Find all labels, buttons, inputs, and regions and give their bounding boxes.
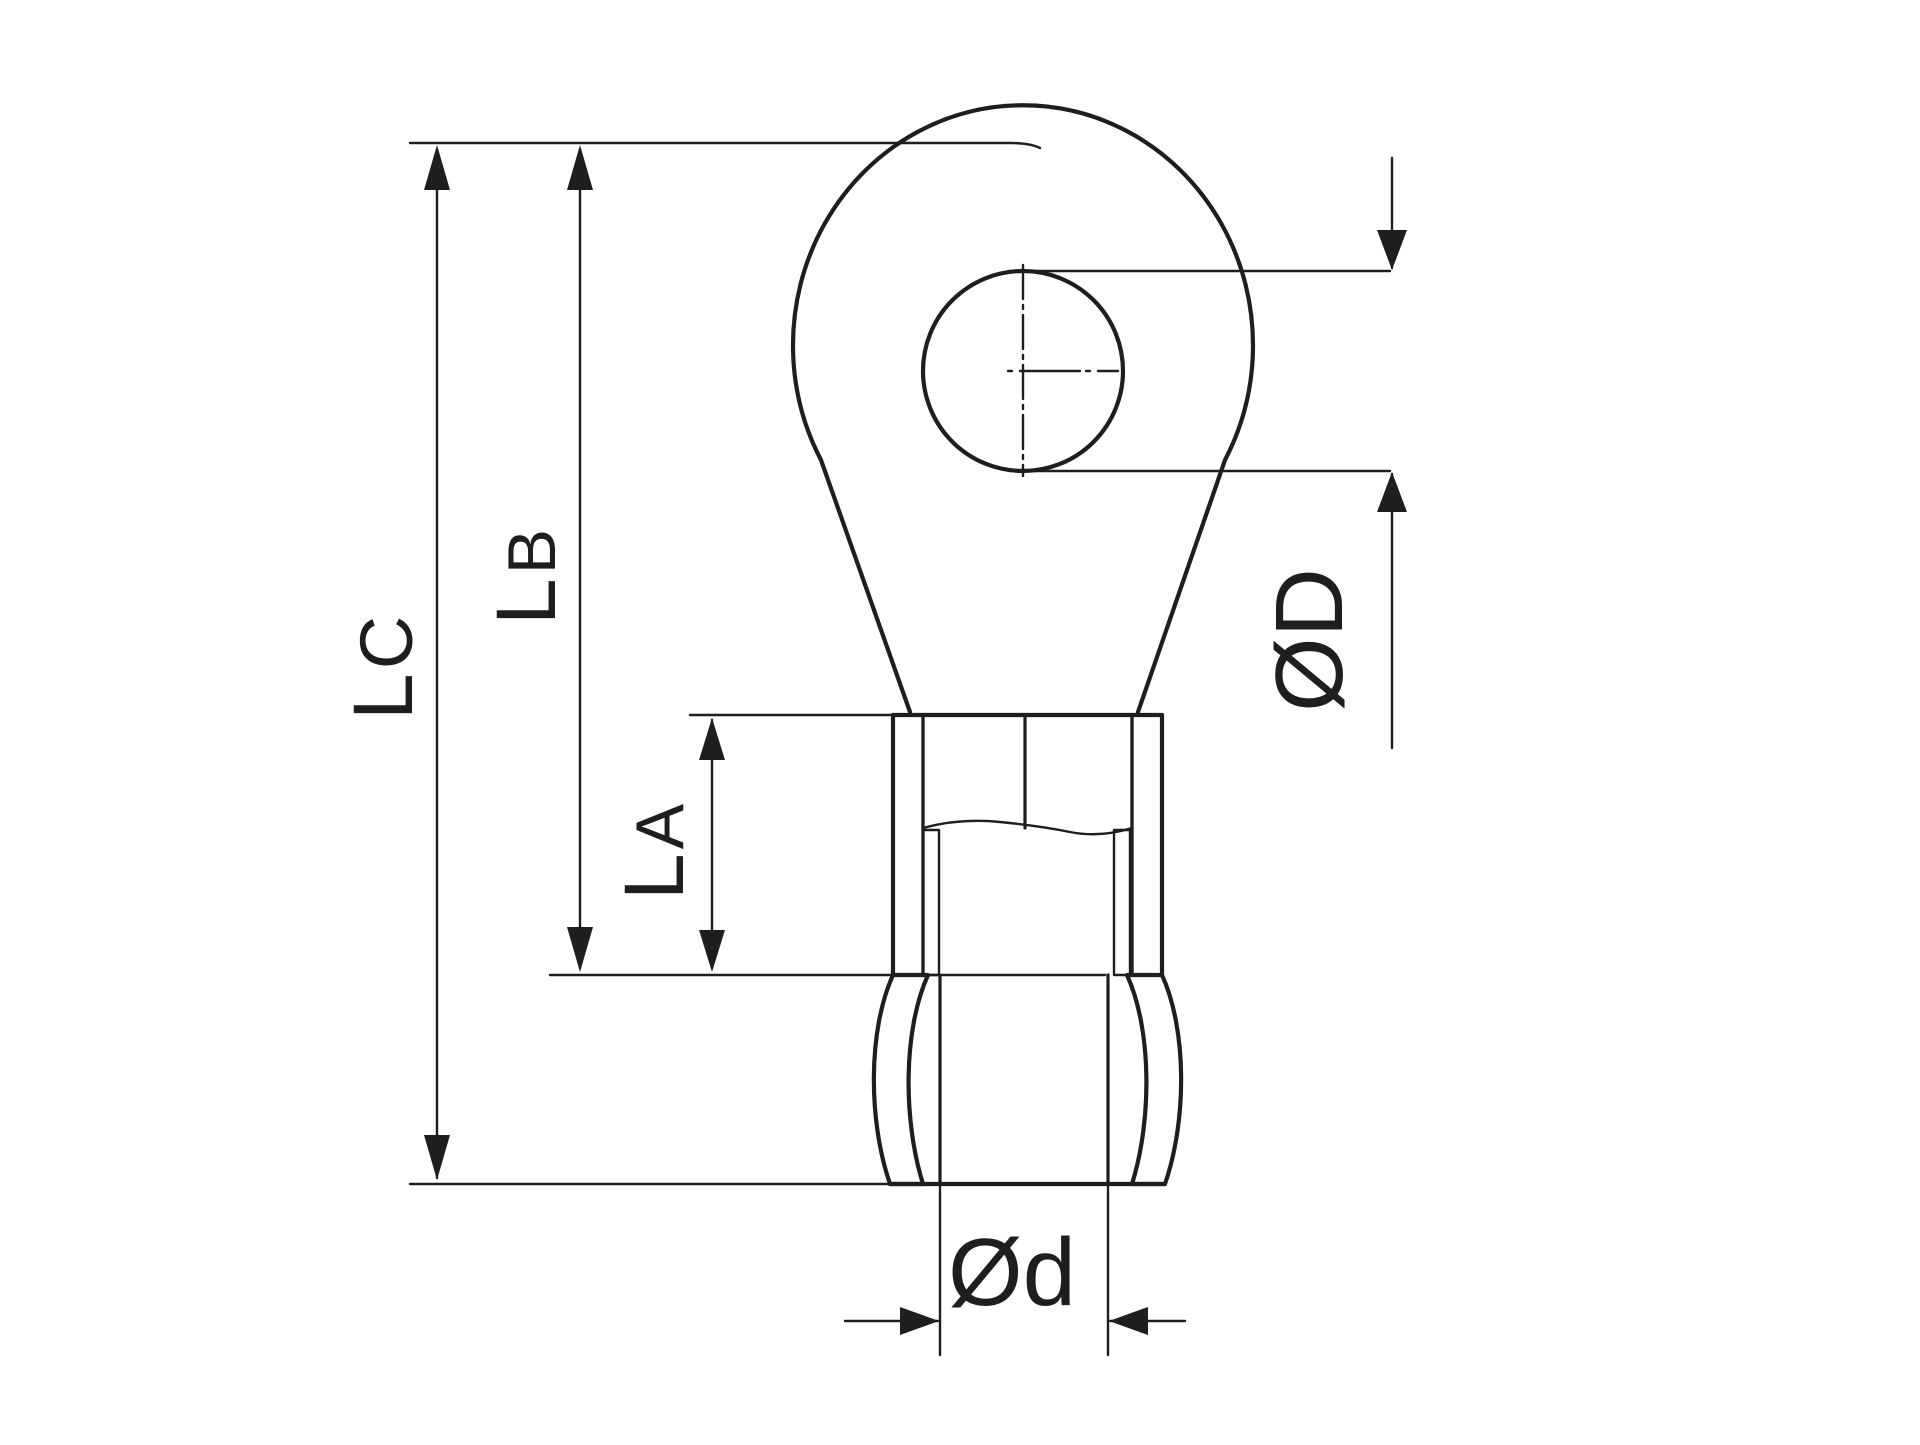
la-arrow-bottom <box>699 930 725 972</box>
barrel-break-line <box>921 819 1134 836</box>
extension-lines <box>408 141 1392 1357</box>
barrel-diameter-label: Ød <box>948 1219 1076 1326</box>
sleeve-right-wall-hatch <box>1124 972 1184 1187</box>
lc-label: LC <box>336 616 430 720</box>
dimension-la: LA <box>607 718 725 972</box>
lb-arrow-top <box>567 145 593 190</box>
dimension-lb: LB <box>479 145 593 972</box>
lc-arrow-top <box>424 145 450 190</box>
ring-terminal <box>790 103 1256 1187</box>
top-extension-line <box>408 141 1042 150</box>
ring-tongue-outline <box>790 103 1256 715</box>
dimension-barrel-diameter: Ød <box>843 1219 1187 1335</box>
barrel-right-wall-hatch <box>1130 713 1164 977</box>
hole-diameter-label: ØD <box>1256 568 1363 712</box>
barrel-left-wall-hatch <box>891 713 925 977</box>
lb-label: LB <box>479 529 573 625</box>
barrel-arrow-left <box>900 1307 939 1335</box>
dimension-lc: LC <box>336 145 450 1180</box>
lc-arrow-bottom <box>424 1135 450 1180</box>
lb-arrow-bottom <box>567 927 593 972</box>
hole-arrow-top <box>1377 230 1407 270</box>
sleeve-left-wall-hatch <box>871 972 931 1187</box>
barrel-left-insert-hatch <box>921 828 941 977</box>
hole-arrow-bottom <box>1377 472 1407 512</box>
la-label: LA <box>607 803 701 900</box>
la-arrow-top <box>699 718 725 760</box>
dimension-hole-diameter: ØD <box>1256 156 1407 750</box>
barrel-arrow-right <box>1109 1307 1148 1335</box>
barrel-right-insert-hatch <box>1112 828 1132 977</box>
